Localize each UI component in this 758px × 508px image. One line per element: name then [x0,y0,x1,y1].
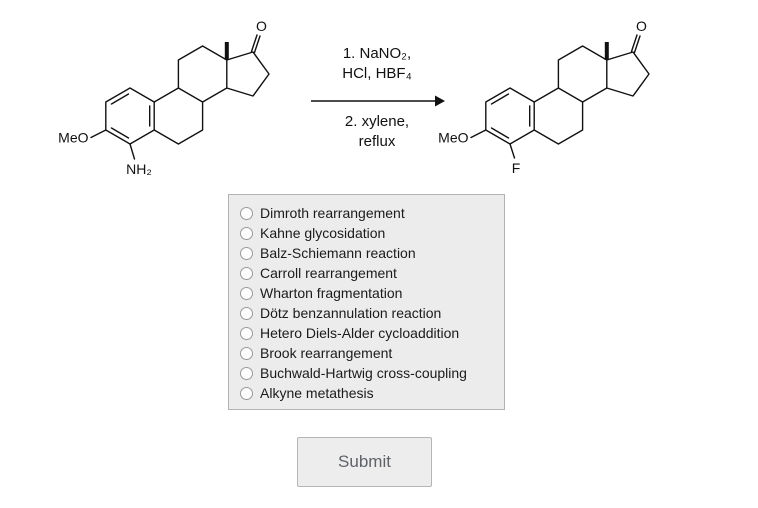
option-label: Dimroth rearrangement [260,205,405,221]
option-row[interactable]: Balz-Schiemann reaction [240,243,496,263]
product-ketone-oxygen-label: O [636,18,647,34]
conditions-step1-line1: 1. NaNO₂, [342,45,412,62]
option-row[interactable]: Wharton fragmentation [240,283,496,303]
option-label: Dötz benzannulation reaction [260,305,442,321]
option-radio[interactable] [240,206,253,220]
aromatic-ring-a [485,87,535,145]
option-label: Kahne glycosidation [260,225,386,241]
conditions-step1: 1. NaNO₂, HCl, HBF₄ [297,44,457,84]
option-radio[interactable] [240,246,253,260]
reaction-arrow [311,95,445,107]
option-row[interactable]: Alkyne metathesis [240,383,496,403]
ring-d-cyclopentane [226,51,270,97]
reactant-methoxy-label: MeO [58,130,88,146]
reactant-ketone-oxygen-label: O [256,18,267,34]
carbonyl-double-bond [630,34,641,54]
ring-c [177,45,228,103]
product-fluoro-label: F [512,160,521,176]
option-radio[interactable] [240,286,253,300]
option-label: Buchwald-Hartwig cross-coupling [260,365,467,381]
aromatic-double-bonds [110,93,151,139]
conditions-step2: 2. xylene, reflux [297,112,457,152]
option-radio[interactable] [240,226,253,240]
methoxy-bond [90,129,107,139]
option-label: Balz-Schiemann reaction [260,245,416,261]
submit-button[interactable]: Submit [297,437,432,487]
conditions-step2-line2: reflux [358,133,396,150]
option-label: Alkyne metathesis [260,385,374,401]
option-row[interactable]: Dötz benzannulation reaction [240,303,496,323]
ring-c [557,45,608,103]
option-row[interactable]: Hetero Diels-Alder cycloaddition [240,323,496,343]
option-row[interactable]: Brook rearrangement [240,343,496,363]
ring-b [153,87,204,145]
ring-d-cyclopentane [606,51,650,97]
option-radio[interactable] [240,346,253,360]
product-structure: MeO F O [438,18,650,176]
option-row[interactable]: Buchwald-Hartwig cross-coupling [240,363,496,383]
option-label: Wharton fragmentation [260,285,403,301]
reactant-structure: MeO NH₂ O [58,18,270,177]
option-radio[interactable] [240,266,253,280]
fluoro-bond [509,143,516,159]
amine-bond [129,143,136,160]
option-radio[interactable] [240,386,253,400]
option-label: Carroll rearrangement [260,265,397,281]
conditions-step1-line2: HCl, HBF₄ [342,65,412,82]
option-label: Brook rearrangement [260,345,393,361]
option-label: Hetero Diels-Alder cycloaddition [260,325,460,341]
aromatic-ring-a [105,87,155,145]
option-radio[interactable] [240,326,253,340]
product-methoxy-label: MeO [438,130,468,146]
carbonyl-double-bond [250,34,261,54]
reactant-amine-label: NH₂ [126,161,152,177]
option-radio[interactable] [240,366,253,380]
ring-b [533,87,584,145]
option-radio[interactable] [240,306,253,320]
option-row[interactable]: Dimroth rearrangement [240,203,496,223]
methoxy-bond [470,129,487,139]
option-row[interactable]: Carroll rearrangement [240,263,496,283]
conditions-step2-line1: 2. xylene, [344,113,410,130]
option-row[interactable]: Kahne glycosidation [240,223,496,243]
aromatic-double-bonds [490,93,531,139]
